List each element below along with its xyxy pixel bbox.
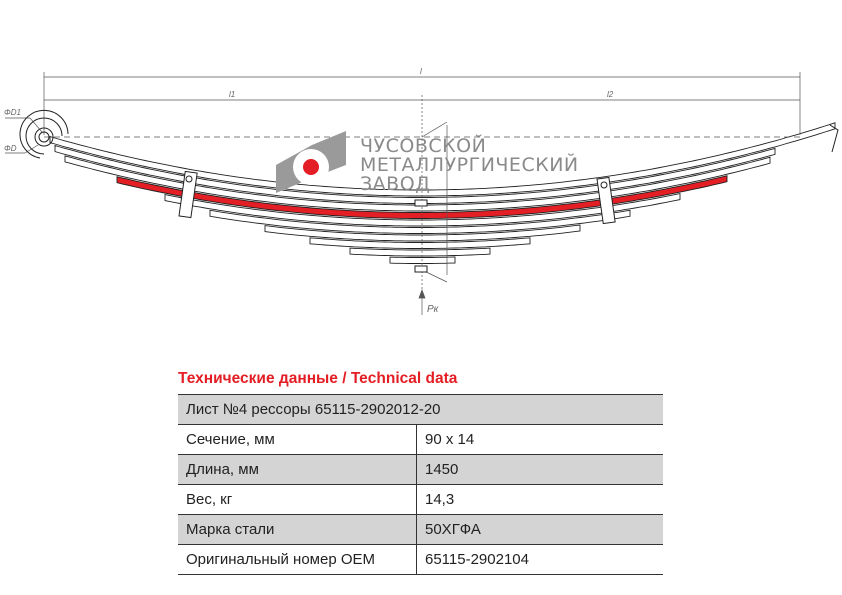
spring-leaf [389,256,456,264]
load-label: Pк [427,304,440,315]
spring-leaf [49,122,836,197]
dim-l: l [420,67,422,76]
row-label: Марка стали [178,514,417,545]
spring-leaves [49,122,839,264]
dim-l2: l2 [607,90,614,99]
row-value: 50ХГФА [416,514,663,545]
row-value: 1450 [416,454,663,485]
spring-leaf [309,237,531,249]
row-value: 90 x 14 [416,424,663,455]
row-label: Длина, мм [178,454,417,485]
highlighted-leaf [116,175,728,219]
spring-leaf [209,209,631,234]
dimension-lines [5,72,801,315]
row-label: Оригинальный номер OEM [178,544,417,575]
eye-outer-label: ΦD1 [4,108,21,117]
row-label: Вес, кг [178,484,417,515]
eye-inner-label: ΦD [4,144,17,153]
spring-leaf [164,193,681,227]
spring-eye [19,109,69,159]
company-logo-text: ЧУСОВСКОЙ МЕТАЛЛУРГИЧЕСКИЙ ЗАВОД [360,137,579,194]
leaf-spring-drawing: l l1 l2 Pк ΦD1 ΦD [4,67,839,315]
logo-line-2: МЕТАЛЛУРГИЧЕСКИЙ [360,154,579,176]
spring-leaf [349,247,491,257]
spring-leaf [54,144,776,204]
leaf-end-hook [829,124,839,153]
table-header-row: Лист №4 рессоры 65115-2902012-20 [178,394,663,425]
logo-line-1: ЧУСОВСКОЙ [360,135,487,157]
row-value: 14,3 [416,484,663,515]
spring-leaf [264,224,581,242]
part-name: Лист №4 рессоры 65115-2902012-20 [178,394,663,425]
technical-data-title: Технические данные / Technical data [178,370,458,387]
spring-leaf [64,155,771,212]
row-label: Сечение, мм [178,424,417,455]
logo-mark-icon [276,131,346,193]
spring-clamps [178,170,616,273]
technical-data-table: Лист №4 рессоры 65115-2902012-20 Сечение… [178,394,663,575]
row-value: 65115-2902104 [416,544,663,575]
logo-line-3: ЗАВОД [360,173,431,195]
dim-l1: l1 [229,90,235,99]
